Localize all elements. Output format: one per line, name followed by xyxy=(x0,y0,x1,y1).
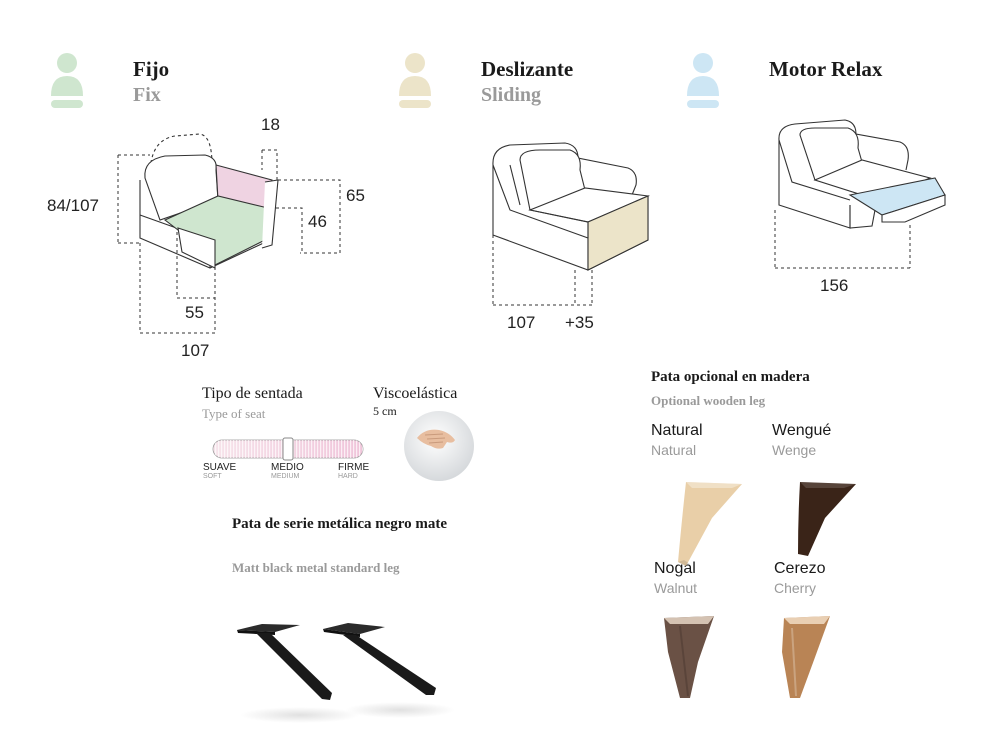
sliding-person-icon xyxy=(399,53,431,108)
fix-subtitle: Fix xyxy=(133,84,161,106)
fix-person-icon xyxy=(51,53,83,108)
metal-leg-label: Pata de serie metálica negro mate xyxy=(232,516,448,532)
scale-soft-label: SUAVE xyxy=(203,462,237,473)
hand-on-foam-icon xyxy=(404,411,474,481)
scale-medium-sublabel: MEDIUM xyxy=(271,473,300,480)
wood-option-cherry-sub: Cherry xyxy=(774,580,817,596)
wood-leg-walnut-image xyxy=(664,616,714,698)
relax-depth: 156 xyxy=(820,276,849,295)
sliding-title: Deslizante xyxy=(481,57,574,81)
fix-depth: 107 xyxy=(181,341,210,360)
fix-seat-height: 46 xyxy=(308,212,327,231)
metal-leg-sublabel: Matt black metal standard leg xyxy=(232,560,400,575)
fix-title: Fijo xyxy=(133,57,170,81)
wood-leg-label: Pata opcional en madera xyxy=(651,369,810,385)
scale-hard-label: FIRME xyxy=(338,462,370,473)
foam-thickness: 5 cm xyxy=(373,404,397,418)
relax-person-icon xyxy=(687,53,719,108)
sliding-depth: 107 xyxy=(507,313,536,332)
metal-leg-image xyxy=(237,623,455,723)
scale-soft-sublabel: SOFT xyxy=(203,473,222,480)
sliding-subtitle: Sliding xyxy=(481,84,542,106)
seat-firmness-scale xyxy=(212,437,364,461)
wood-leg-sublabel: Optional wooden leg xyxy=(651,393,766,408)
fix-seat-depth: 55 xyxy=(185,303,204,322)
fix-height: 84/107 xyxy=(47,196,99,215)
relax-title: Motor Relax xyxy=(769,57,883,81)
wood-option-walnut-sub: Walnut xyxy=(654,580,698,596)
wood-leg-natural-image xyxy=(678,482,742,566)
wood-option-wenge-sub: Wenge xyxy=(772,442,817,458)
fix-armrest-width: 18 xyxy=(261,115,280,134)
foam-label: Viscoelástica xyxy=(373,385,458,402)
seat-type-label: Tipo de sentada xyxy=(202,385,303,402)
sliding-extension: +35 xyxy=(565,313,594,332)
wood-leg-wenge-image xyxy=(798,482,856,556)
wood-option-natural-sub: Natural xyxy=(651,442,697,458)
seat-type-sublabel: Type of seat xyxy=(202,406,266,421)
fix-back-height: 65 xyxy=(346,186,365,205)
scale-hard-sublabel: HARD xyxy=(338,473,358,480)
scale-medium-label: MEDIO xyxy=(271,462,304,473)
wood-leg-cherry-image xyxy=(782,616,830,698)
wood-option-cherry-name: Cerezo xyxy=(774,560,826,577)
wood-option-natural-name: Natural xyxy=(651,422,703,439)
wood-option-wenge-name: Wengué xyxy=(772,422,832,439)
seat-firmness-handle xyxy=(282,437,294,461)
